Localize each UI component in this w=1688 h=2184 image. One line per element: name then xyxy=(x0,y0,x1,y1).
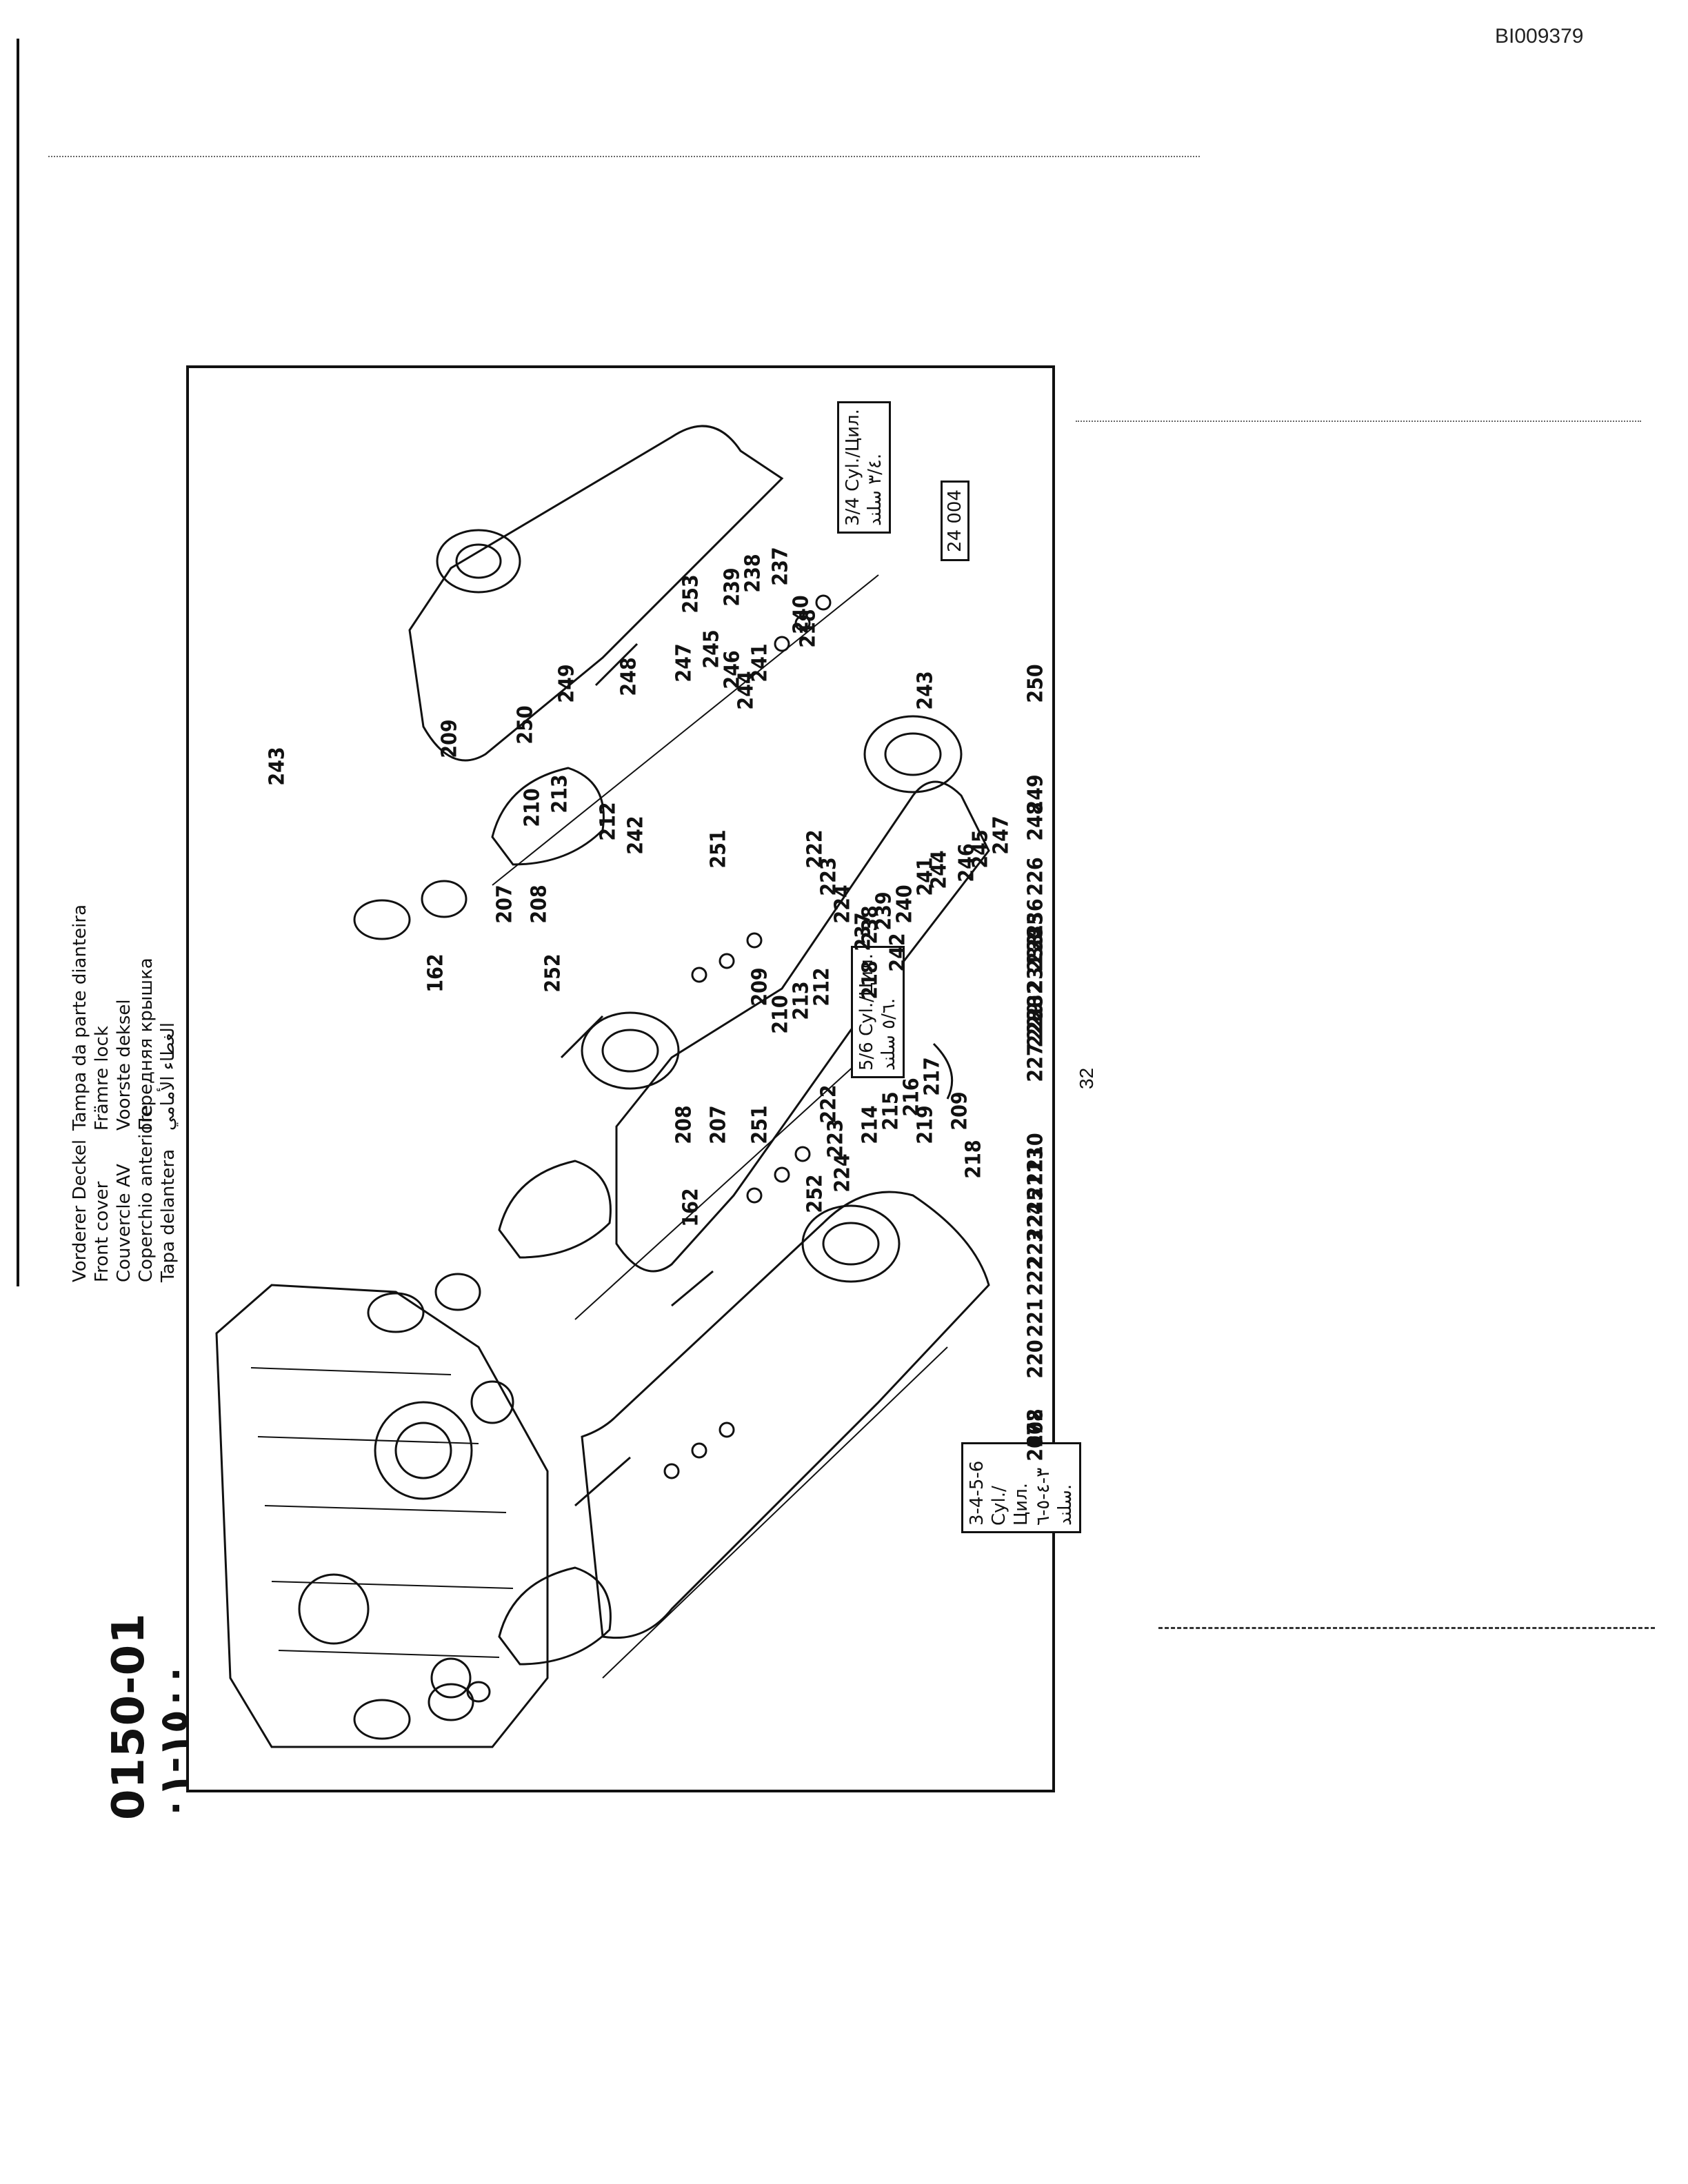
part-number-callout: 218 xyxy=(858,960,883,1000)
part-number-callout: 209 xyxy=(437,719,462,758)
part-number-callout: 215 xyxy=(878,1091,903,1131)
part-number-callout: 224 xyxy=(830,1153,855,1193)
title-block: Vorderer Deckel Front cover Couvercle AV… xyxy=(69,1105,179,1282)
part-number-callout: 208 xyxy=(527,884,552,924)
part-number-callout: 226 xyxy=(1023,857,1048,896)
part-number-callout: 162 xyxy=(423,953,448,993)
part-number-callout: 162 xyxy=(1023,1408,1048,1448)
part-number-callout: 246 xyxy=(954,843,979,882)
part-number-callout: 251 xyxy=(747,1105,772,1144)
part-number-callout: 248 xyxy=(616,657,641,696)
section-code: 0150-01 xyxy=(103,1612,154,1820)
title-sv: Främre lock xyxy=(92,1026,112,1131)
part-number-callout: 212 xyxy=(596,802,621,841)
part-number-callout: 208 xyxy=(672,1105,696,1144)
part-number-callout: 210 xyxy=(1023,1133,1048,1172)
variant-label-text: 3/4 Cyl./Цил. xyxy=(843,409,863,526)
part-number-callout: 209 xyxy=(747,967,772,1007)
part-number-callout: 218 xyxy=(796,609,821,648)
part-number-callout: 213 xyxy=(789,981,814,1020)
part-number-callout: 241 xyxy=(747,643,772,682)
exploded-view-drawing xyxy=(215,425,990,1748)
part-number-callout: 219 xyxy=(913,1105,938,1144)
scan-noise-line xyxy=(1076,421,1641,423)
part-number-callout: 248 xyxy=(1023,802,1048,841)
part-number-callout: 228 xyxy=(1023,1009,1048,1048)
part-number-callout: 222 xyxy=(816,1084,841,1124)
variant-label-text: 3-4-5-6 Cyl./Цил. xyxy=(967,1460,1032,1526)
document-id: BI009379 xyxy=(1495,25,1584,48)
variant-label-3-4cyl: 3/4 Cyl./Цил. ٣/٤ سلند. xyxy=(837,401,891,534)
scan-dashed-line xyxy=(1158,1627,1655,1629)
variant-label-3-6cyl: 3-4-5-6 Cyl./Цил. ٣-٤-٥-٦ سلند. xyxy=(961,1442,1081,1533)
part-number-callout: 249 xyxy=(554,664,579,703)
part-number-callout: 241 xyxy=(913,857,938,896)
part-number-callout: 247 xyxy=(989,816,1014,855)
part-number-callout: 251 xyxy=(706,829,731,869)
title-es: Tapa delantera xyxy=(158,1149,179,1282)
part-number-callout: 252 xyxy=(803,1174,827,1213)
part-number-callout: 210 xyxy=(520,788,545,827)
part-number-callout: 237 xyxy=(768,547,793,586)
title-nl: Voorste deksel xyxy=(114,999,134,1131)
part-number-callout: 243 xyxy=(265,747,290,786)
part-number-callout: 217 xyxy=(920,1057,945,1096)
title-en: Front cover xyxy=(92,1181,112,1282)
part-number-callout: 222 xyxy=(1023,1257,1048,1296)
title-ar: الغطاء الأمامي xyxy=(158,1022,179,1131)
part-number-callout: 227 xyxy=(1023,1043,1048,1082)
part-number-callout: 238 xyxy=(741,554,765,593)
part-number-callout: 207 xyxy=(706,1105,731,1144)
part-number-callout: 214 xyxy=(858,1105,883,1144)
exploded-view-figure: 3/4 Cyl./Цил. ٣/٤ سلند. 5/6 Cyl./Цил. ٥/… xyxy=(186,365,1081,1792)
title-block-2: Tampa da parte dianteira Främre lock Voo… xyxy=(69,904,179,1131)
part-number-callout: 212 xyxy=(810,967,834,1007)
part-number-callout: 220 xyxy=(1023,1339,1048,1379)
title-de: Vorderer Deckel xyxy=(70,1139,90,1282)
variant-label-text-ar: ٣/٤ سلند. xyxy=(865,453,885,526)
part-number-callout: 240 xyxy=(892,884,917,924)
part-number-callout: 221 xyxy=(1023,1298,1048,1337)
part-number-callout: 162 xyxy=(679,1188,703,1227)
part-number-callout: 207 xyxy=(492,884,517,924)
part-number-callout: 237 xyxy=(851,912,876,951)
part-number-callout: 209 xyxy=(947,1091,972,1131)
figure-number-box: 24 004 xyxy=(941,481,969,561)
part-number-callout: 242 xyxy=(623,816,648,855)
left-margin-rule xyxy=(17,39,19,1286)
part-number-callout: 243 xyxy=(913,671,938,710)
title-fr: Couvercle AV xyxy=(114,1164,134,1282)
part-number-callout: 252 xyxy=(541,953,565,993)
scan-noise-line xyxy=(48,156,1200,159)
part-number-callout: 250 xyxy=(1023,664,1048,703)
page-number: 32 xyxy=(1076,1067,1097,1089)
part-number-callout: 213 xyxy=(547,774,572,813)
part-number-callout: 223 xyxy=(823,1119,848,1158)
part-number-callout: 247 xyxy=(672,643,696,682)
title-ru: Передняя крышка xyxy=(136,958,157,1131)
title-it: Coperchio anteriore xyxy=(136,1104,157,1282)
part-number-callout: 242 xyxy=(885,933,910,972)
engine-outline xyxy=(215,1284,549,1748)
part-number-callout: 250 xyxy=(513,705,538,745)
title-pt: Tampa da parte dianteira xyxy=(70,904,90,1131)
part-number-callout: 210 xyxy=(768,995,793,1034)
part-number-callout: 218 xyxy=(961,1140,986,1179)
part-number-callout: 253 xyxy=(679,574,703,614)
